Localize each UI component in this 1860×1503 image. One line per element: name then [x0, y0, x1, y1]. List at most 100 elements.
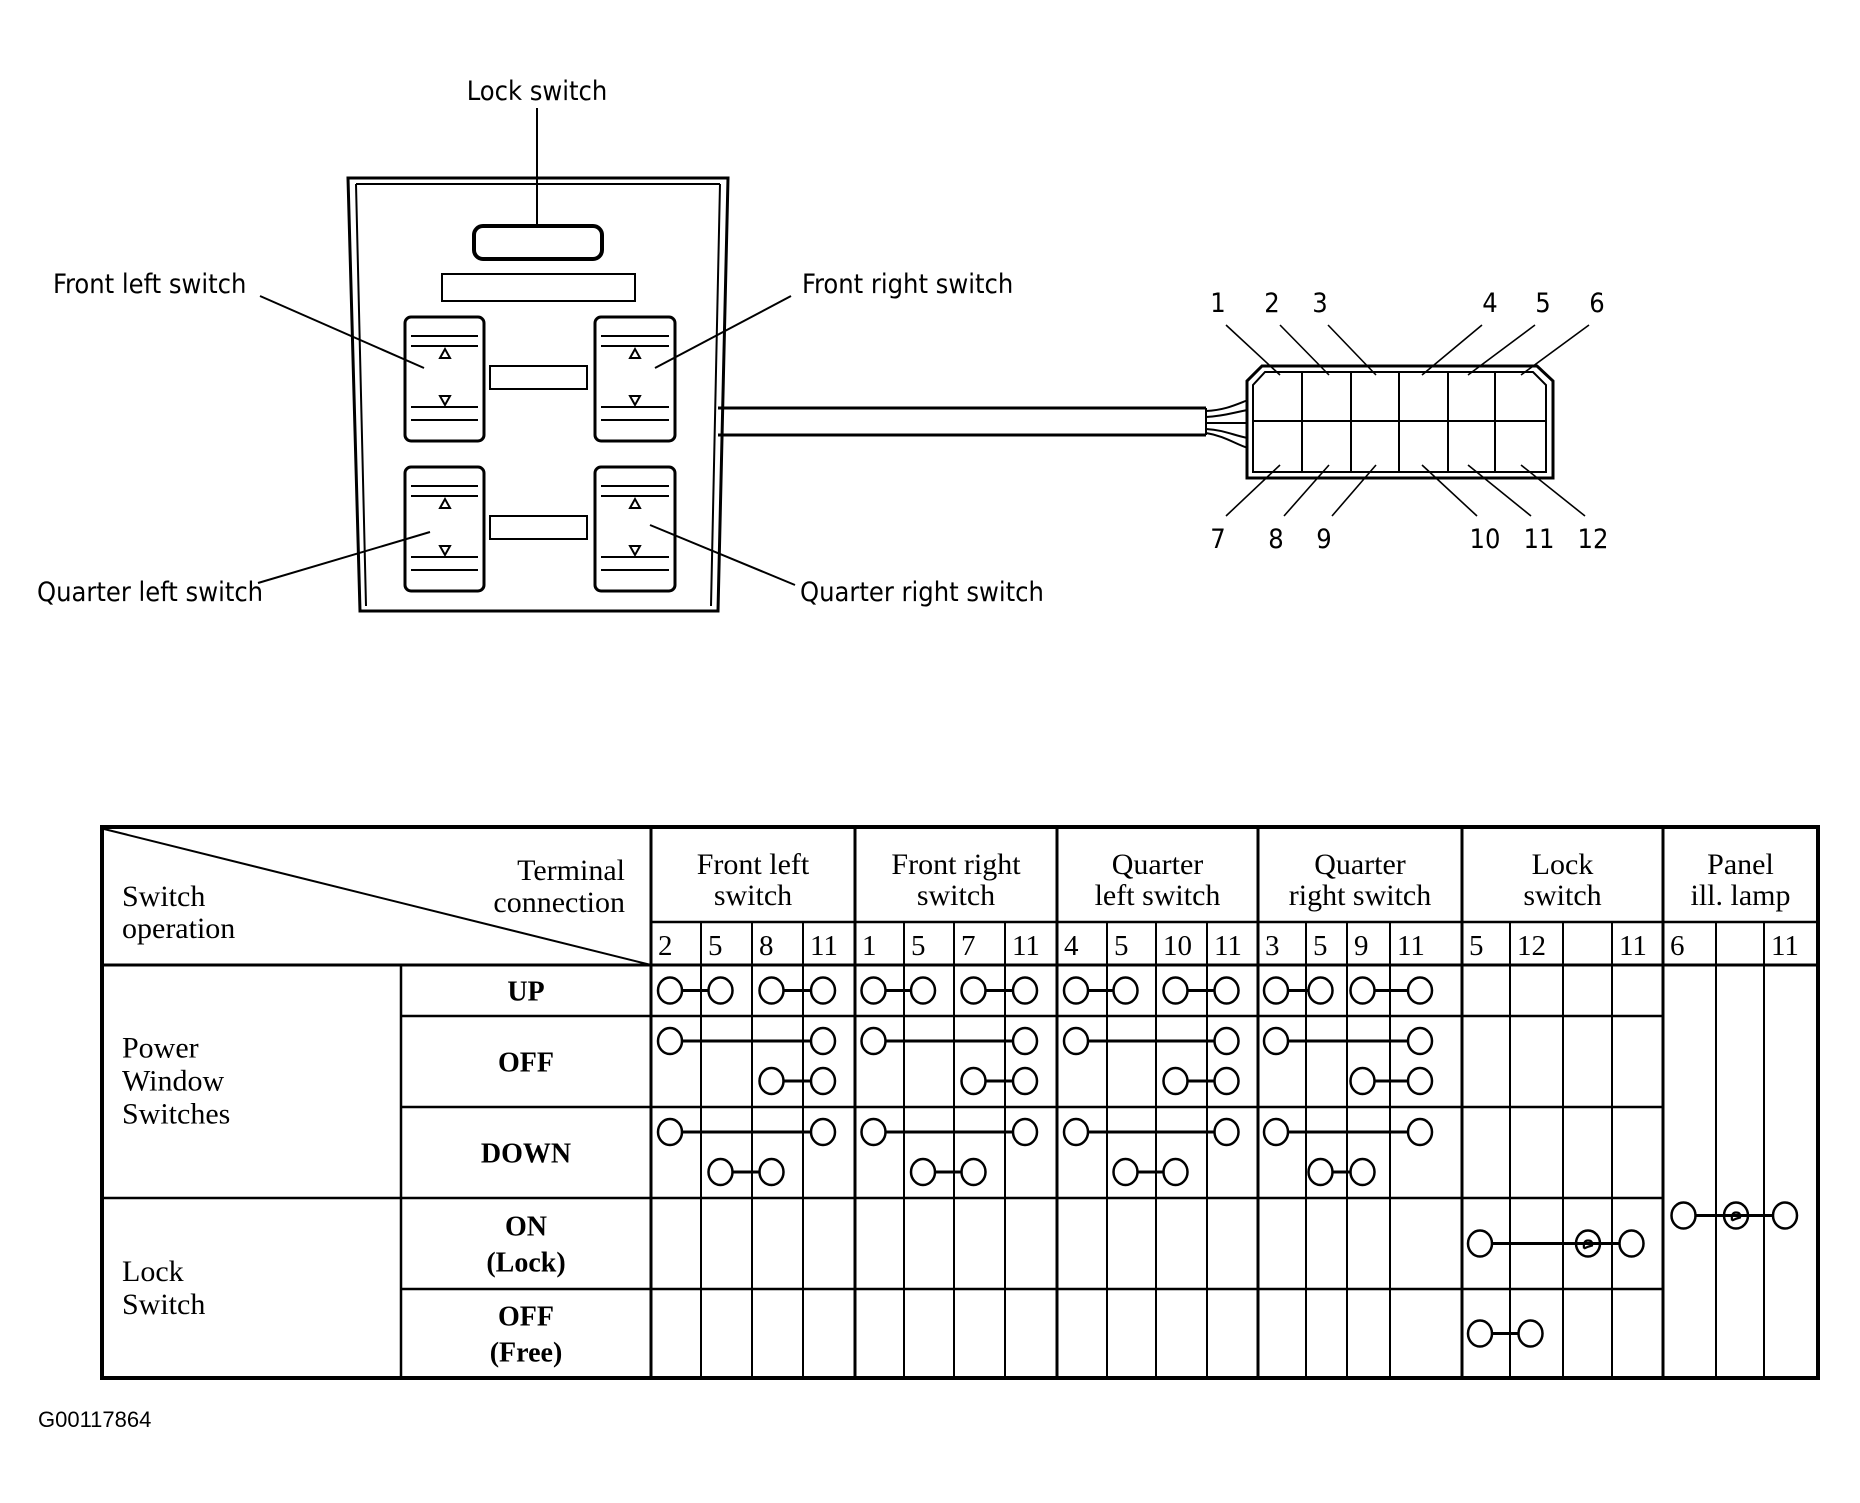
front-right-rocker	[593, 315, 677, 443]
quarter-left-rocker	[403, 465, 486, 593]
terminal-circle-1	[860, 976, 887, 1005]
group-header-2-line0: Quarter	[1112, 848, 1204, 881]
terminal-circle-11	[809, 1066, 837, 1096]
terminal-circle-11	[1618, 1229, 1645, 1258]
pin-leader-4	[1421, 324, 1483, 376]
connection-3-5	[1262, 976, 1334, 1005]
terminal-circle-2	[656, 1117, 684, 1147]
terminal-circle-8	[758, 976, 785, 1005]
terminal-circle-5	[1466, 1319, 1494, 1348]
terminal-header: 4	[1064, 930, 1079, 962]
terminal-circle-9	[1349, 1157, 1376, 1187]
terminal-header: 1	[862, 930, 877, 962]
up-arrow-icon	[628, 496, 642, 509]
pin-label-2: 2	[1264, 288, 1279, 319]
terminal-circle-10	[1162, 976, 1189, 1005]
terminal-circle-8	[758, 1157, 785, 1187]
pin-label-11: 11	[1524, 524, 1555, 555]
up-arrow-icon	[628, 346, 642, 359]
connection-marks	[656, 976, 1799, 1348]
front-left-leader	[259, 295, 425, 369]
lock-switch-button	[472, 224, 604, 261]
quarter-right-switch-label: Quarter right switch	[800, 577, 1044, 608]
terminal-header: 3	[1265, 930, 1280, 962]
connection-7-11	[960, 1066, 1039, 1096]
connection-2-11	[656, 1117, 837, 1147]
connection-7-11	[960, 976, 1039, 1005]
front-left-switch-label: Front left switch	[53, 269, 246, 300]
up-arrow-icon	[438, 496, 452, 509]
pin-leader-6	[1520, 324, 1590, 376]
terminal-header: 5	[911, 930, 926, 962]
terminal-circle-11	[1213, 1026, 1240, 1056]
row-group-label: Switches	[122, 1098, 230, 1131]
connection-4-5	[1062, 976, 1139, 1005]
terminal-circle-11	[809, 976, 837, 1005]
row-label: (Free)	[490, 1338, 563, 1369]
pin-label-8: 8	[1268, 524, 1283, 555]
terminal-header: 5	[1313, 930, 1328, 962]
connection-9-11	[1349, 1066, 1434, 1096]
group-header-0-line1: switch	[714, 879, 792, 912]
terminal-circle-5	[707, 1157, 734, 1187]
terminal-circle-7	[960, 1157, 987, 1187]
terminal-header: 5	[708, 930, 723, 962]
group-header-2-line1: left switch	[1095, 879, 1221, 912]
pin-label-10: 10	[1470, 524, 1501, 555]
terminal-circle-12	[1517, 1319, 1544, 1348]
connection-5-8	[707, 1157, 785, 1187]
pin-label-6: 6	[1589, 288, 1604, 319]
up-arrow-icon	[438, 346, 452, 359]
pin-leader-12	[1520, 464, 1586, 517]
terminal-header: 8	[759, 930, 774, 962]
connection-4-11	[1062, 1026, 1240, 1056]
switch-panel	[346, 176, 730, 613]
group-header-5-line0: Panel	[1707, 848, 1774, 881]
row-group-label: Power	[122, 1032, 199, 1065]
pin-leader-5	[1467, 324, 1536, 376]
terminal-circle-11	[1406, 1066, 1434, 1096]
terminal-circle-1	[860, 1026, 887, 1056]
pin-leader-2	[1279, 324, 1330, 376]
connection-5-9	[1307, 1157, 1376, 1187]
terminal-circle-5	[1466, 1229, 1494, 1258]
connection-5-11	[1466, 1229, 1645, 1258]
terminal-circle-11	[809, 1026, 837, 1056]
terminal-circle-10	[1162, 1157, 1189, 1187]
panel-label-strip	[441, 273, 636, 302]
terminal-circle-11	[1011, 1117, 1039, 1147]
panel-spacer-lower	[489, 515, 588, 540]
quarter-right-rocker	[593, 465, 677, 593]
terminal-circle-3	[1262, 976, 1290, 1005]
front-right-leader	[654, 295, 792, 369]
pin-label-3: 3	[1312, 288, 1327, 319]
terminal-circle-11	[1011, 976, 1039, 1005]
terminal-circle-7	[960, 1066, 987, 1096]
front-right-switch-label: Front right switch	[802, 269, 1013, 300]
connection-8-11	[758, 976, 837, 1005]
pin-label-7: 7	[1210, 524, 1225, 555]
terminal-circle-5	[1307, 1157, 1334, 1187]
group-header-0-line0: Front left	[697, 848, 810, 881]
terminal-circle-11	[1011, 1026, 1039, 1056]
connection-2-11	[656, 1026, 837, 1056]
lock-switch-label: Lock switch	[467, 76, 608, 107]
corner-col-header-line2: connection	[493, 886, 625, 919]
terminal-header: 11	[810, 930, 838, 962]
row-group-label: Switch	[122, 1288, 205, 1321]
corner-row-header-line1: Switch	[122, 880, 205, 913]
terminal-header: 11	[1397, 930, 1425, 962]
pin-leader-10	[1421, 464, 1478, 517]
terminal-circle-7	[960, 976, 987, 1005]
terminal-circle-2	[656, 1026, 684, 1056]
terminal-header: 2	[658, 930, 673, 962]
pin-leader-8	[1283, 464, 1330, 517]
corner-col-header-line1: Terminal	[517, 854, 625, 887]
terminal-header: 5	[1469, 930, 1484, 962]
connection-3-11	[1262, 1026, 1434, 1056]
table-frame	[100, 825, 1820, 1380]
corner-row-header-line2: operation	[122, 912, 235, 945]
terminal-circle-11	[1011, 1066, 1039, 1096]
connection-9-11	[1349, 976, 1434, 1005]
